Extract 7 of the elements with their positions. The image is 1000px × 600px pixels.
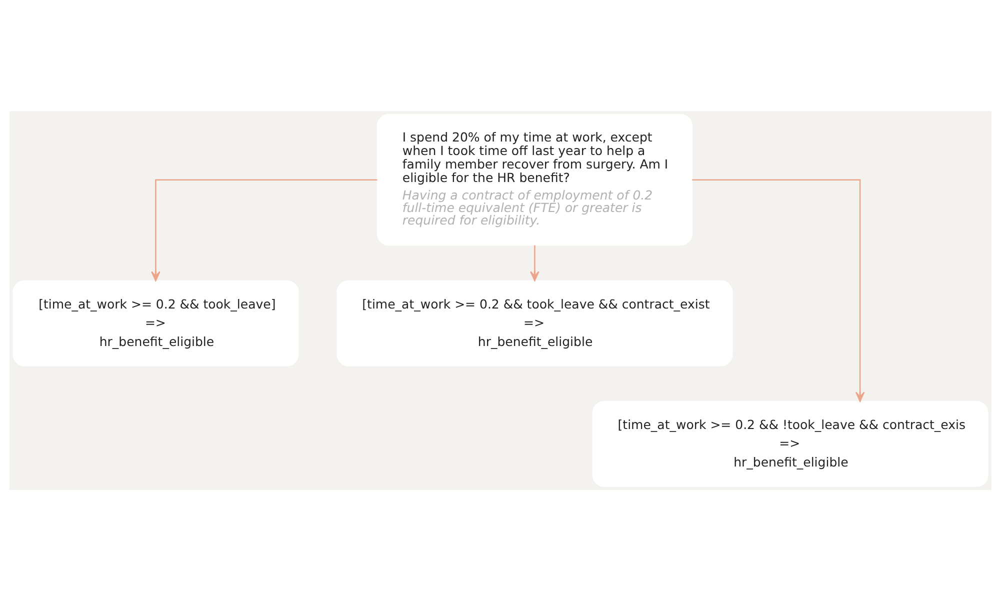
arrow bbox=[692, 178, 864, 402]
arrow bbox=[530, 244, 539, 281]
node-box: [time_at_work >= 0.2 && took_leave] => hr_benefit_eligible bbox=[12, 280, 298, 366]
node-box: [time_at_work >= 0.2 && !took_leave && contract_exis => hr_benefit_eligible bbox=[592, 400, 988, 486]
node-box: [time_at_work >= 0.2 && took_leave && contract_exist => hr_benefit_eligible bbox=[336, 280, 732, 366]
node-box: I spend 20% of my time at work, except when I took time off last year to help a family member recover from surgery. Am I eligible for the HR benefit? Having a contract of employment of 0.2 full-time equivalent (FTE) or greater is required for eligibility. bbox=[376, 114, 692, 246]
arrow bbox=[150, 178, 377, 281]
